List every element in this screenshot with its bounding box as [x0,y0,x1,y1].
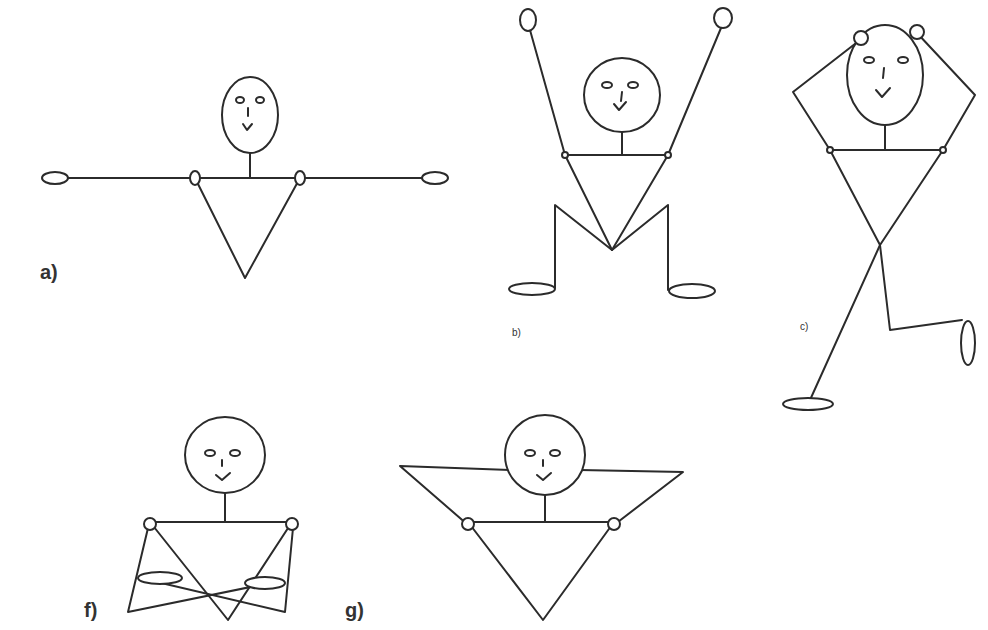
figure-label: g) [345,600,364,620]
figure-label: b) [512,328,521,338]
figure-label: f) [84,600,97,620]
figure-f [128,417,298,620]
figure-c [783,25,975,410]
figure-g [400,415,683,620]
figure-a [42,77,448,278]
figure-label: a) [40,262,58,282]
figure-label: c) [800,322,808,332]
figure-b [509,8,732,298]
